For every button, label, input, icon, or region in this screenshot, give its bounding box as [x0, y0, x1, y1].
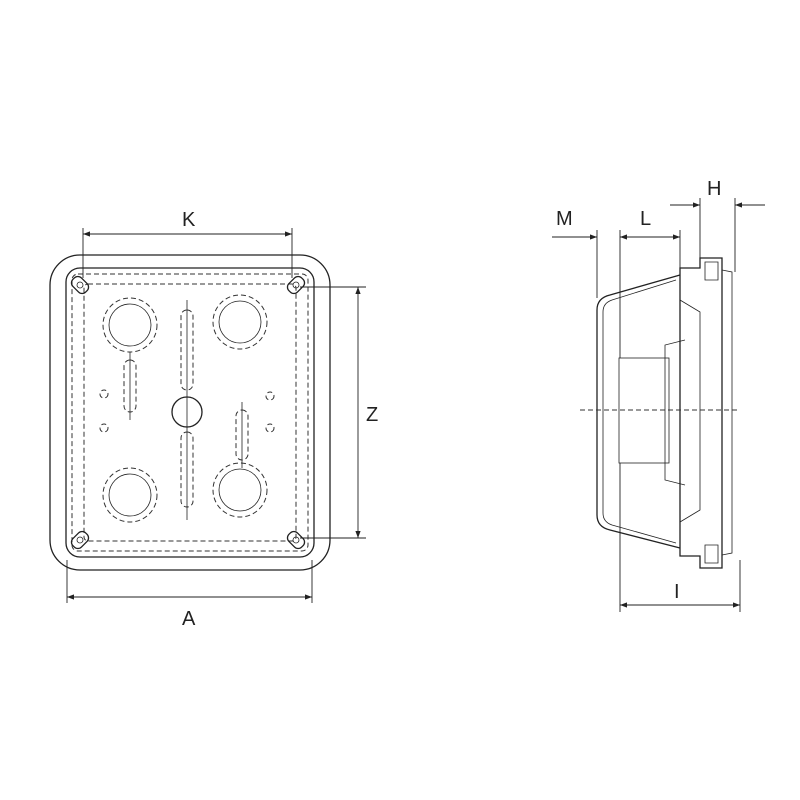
inner-frame [65, 267, 315, 558]
hidden-wall-outer [71, 273, 309, 552]
dimension-label-a: A [182, 608, 196, 630]
dimension-i: I [619, 463, 741, 612]
dimension-label-i: I [674, 581, 680, 603]
box-body [596, 274, 681, 549]
small-holes [99, 389, 275, 433]
dimension-label-m: M [556, 208, 573, 230]
dimension-label-h: H [707, 178, 721, 200]
side-view: M L H I [552, 178, 765, 612]
dimension-m: M [552, 208, 598, 298]
dimension-l: L [619, 208, 681, 358]
dimension-label-k: K [182, 209, 196, 231]
front-view: K Z A [49, 209, 378, 630]
dimension-k: K [82, 209, 293, 278]
corner-screw-holes [70, 275, 306, 550]
dimension-h: H [670, 178, 765, 272]
knockouts [102, 294, 268, 523]
dimension-label-l: L [640, 208, 651, 230]
slots [123, 300, 249, 520]
dimension-a: A [66, 560, 313, 630]
dimension-label-z: Z [366, 404, 378, 426]
dimension-z: Z [300, 286, 378, 539]
outer-frame [49, 254, 331, 571]
cover-flange [679, 257, 723, 569]
